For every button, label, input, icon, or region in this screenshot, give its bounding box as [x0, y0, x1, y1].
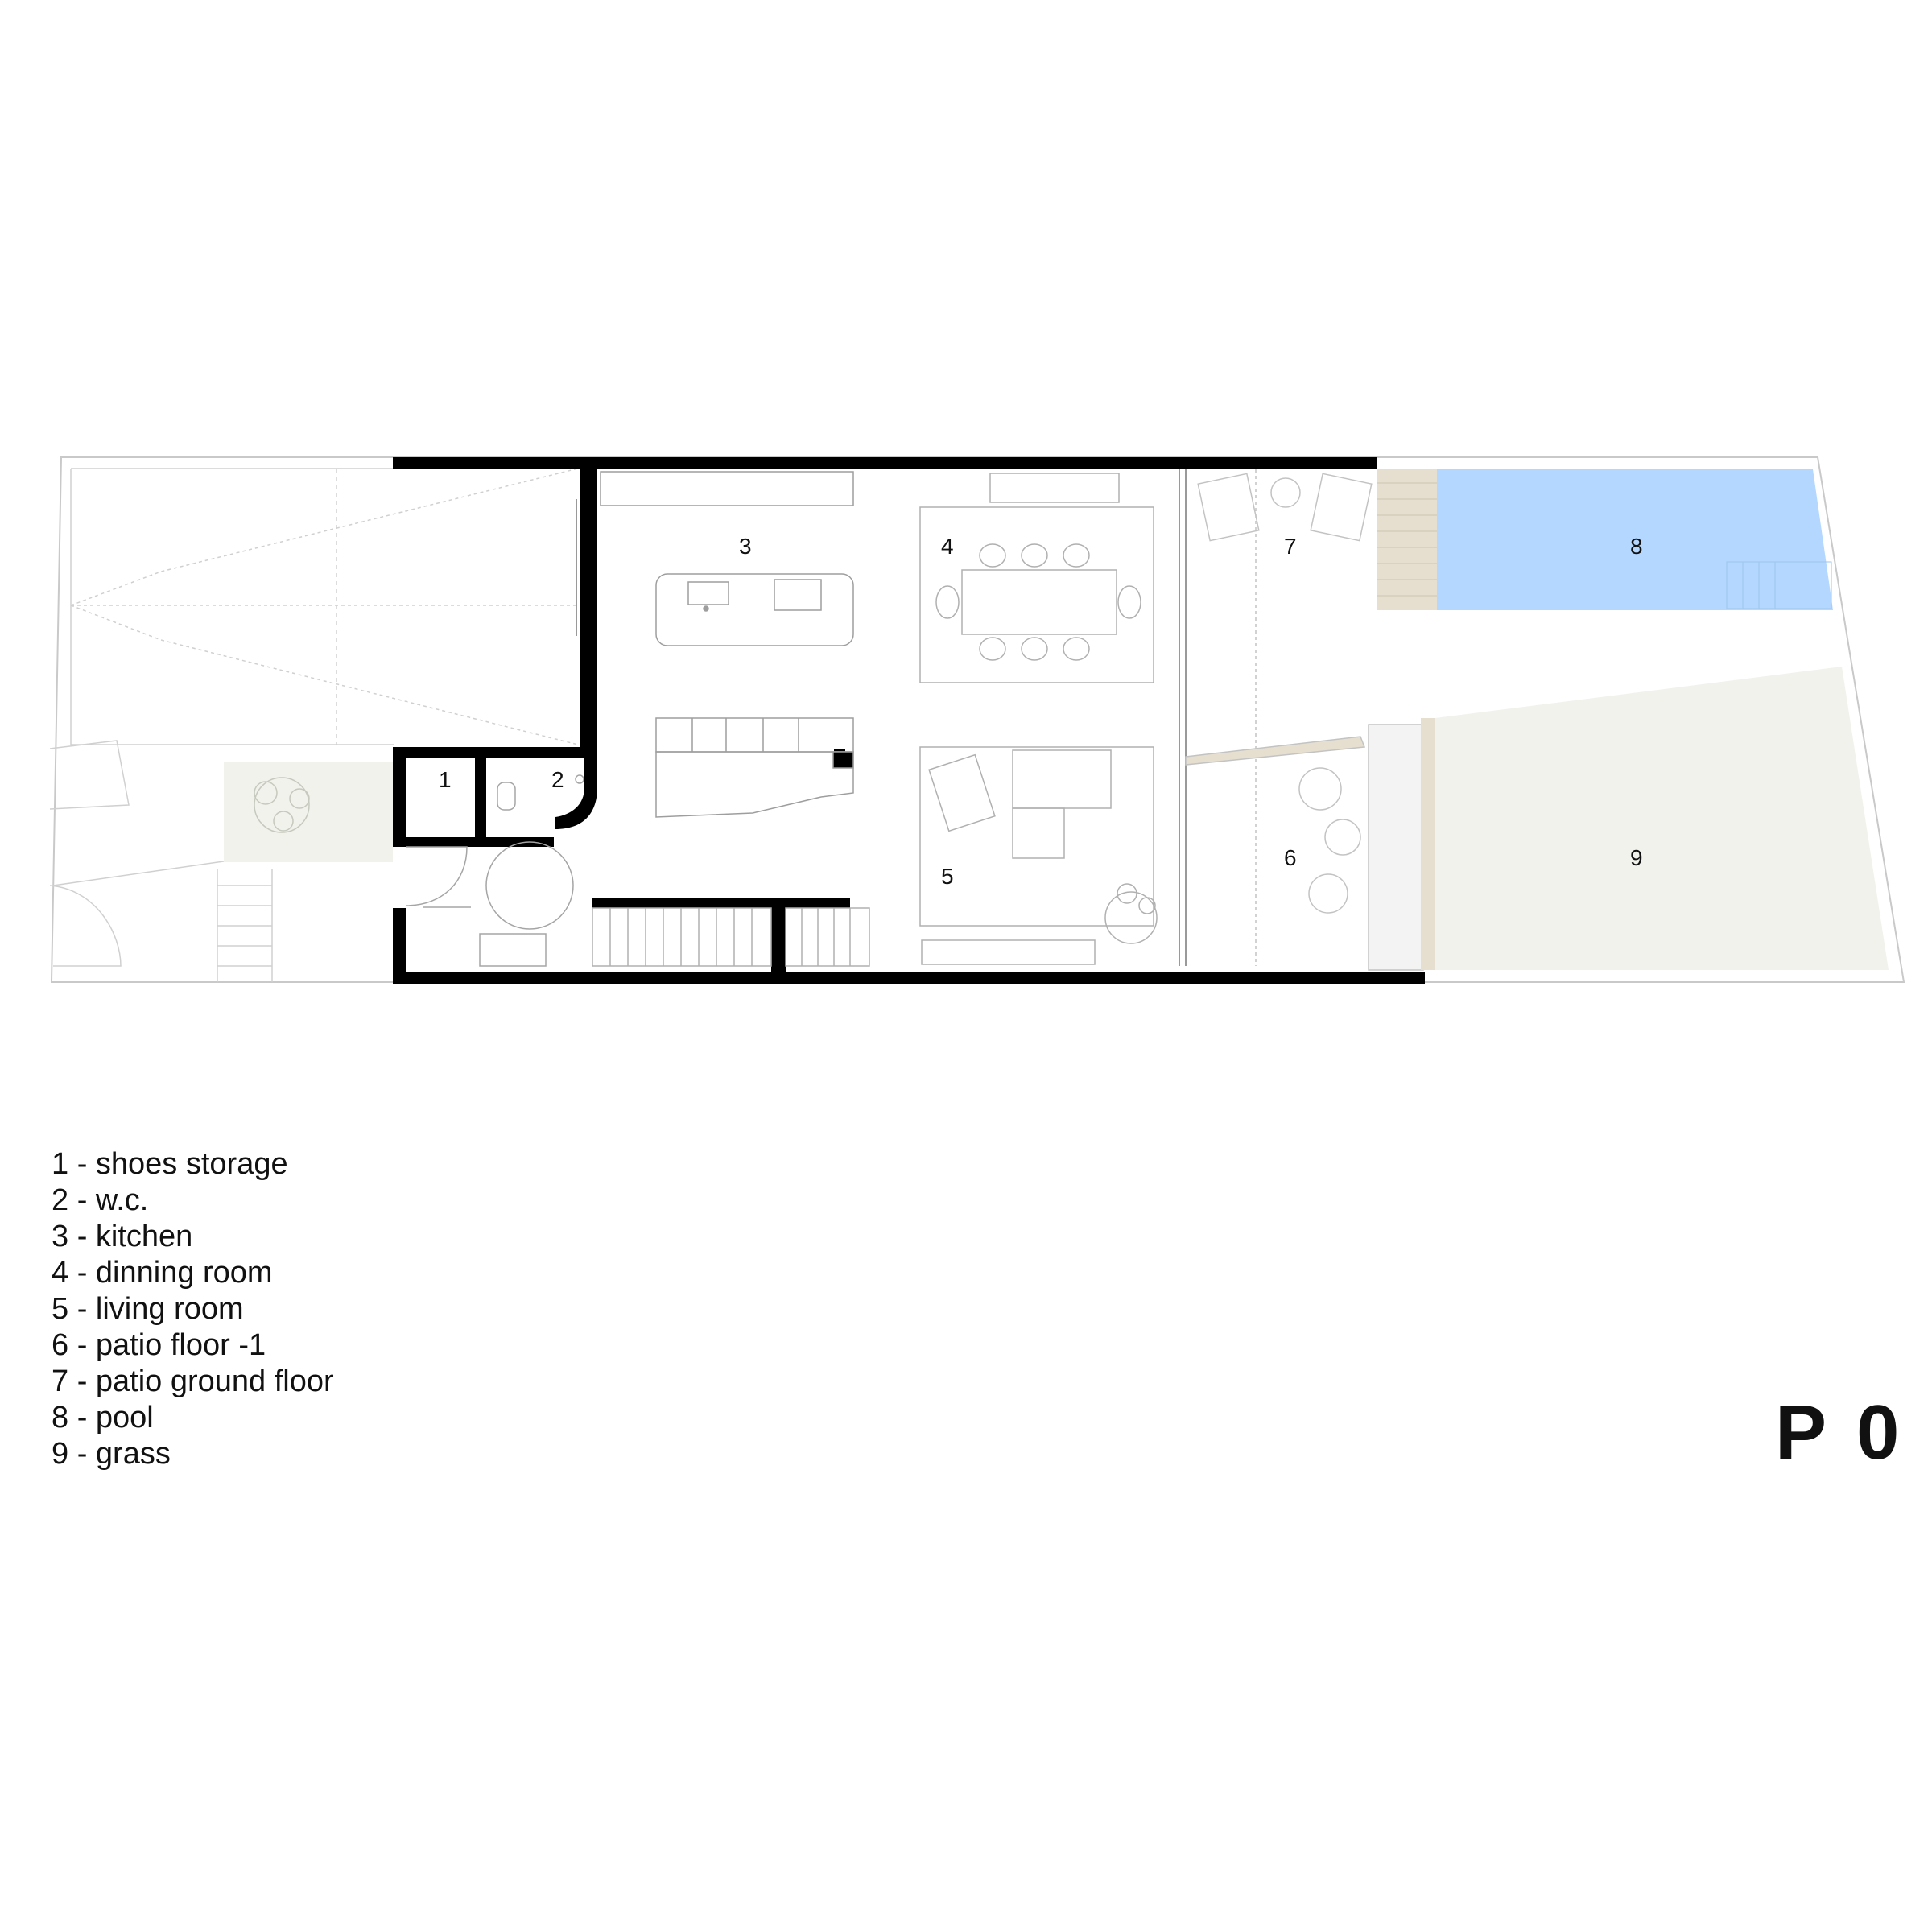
- living-room-furniture: [919, 746, 1158, 965]
- legend-item: 9 - grass: [52, 1437, 171, 1471]
- room-label-3: 3: [739, 534, 752, 559]
- legend-item: 2 - w.c.: [52, 1183, 149, 1217]
- kitchen: [600, 471, 854, 818]
- room-labels: 1 2 3 4 5 6 7 8 9: [439, 534, 1643, 889]
- entry-fixtures: [405, 774, 584, 967]
- dining-table: [919, 473, 1154, 683]
- room-label-7: 7: [1284, 534, 1297, 559]
- room-label-1: 1: [439, 767, 452, 792]
- pool: [1377, 469, 1833, 610]
- legend-item: 1 - shoes storage: [52, 1147, 288, 1181]
- patios: [1185, 469, 1435, 971]
- legend-item: 6 - patio floor -1: [52, 1328, 266, 1362]
- room-label-6: 6: [1284, 845, 1297, 870]
- room-label-8: 8: [1630, 534, 1643, 559]
- entrance-steps: [217, 869, 273, 982]
- legend-item: 5 - living room: [52, 1292, 244, 1326]
- grass: [1435, 667, 1889, 970]
- glazing: [576, 469, 1187, 966]
- plan-title: P 0: [1775, 1389, 1905, 1476]
- legend-item: 4 - dinning room: [52, 1256, 273, 1290]
- room-label-4: 4: [941, 534, 954, 559]
- legend-item: 7 - patio ground floor: [52, 1364, 334, 1398]
- legend-item: 8 - pool: [52, 1401, 154, 1435]
- room-label-5: 5: [941, 864, 954, 889]
- stairs: [592, 907, 870, 967]
- entrance-area: [49, 468, 579, 967]
- tree-icon: [254, 777, 310, 833]
- legend-item: 3 - kitchen: [52, 1220, 193, 1253]
- room-label-9: 9: [1630, 845, 1643, 870]
- walls: [393, 457, 1425, 984]
- room-label-2: 2: [551, 767, 564, 792]
- room-legend: 1 - shoes storage 2 - w.c. 3 - kitchen 4…: [52, 1146, 334, 1472]
